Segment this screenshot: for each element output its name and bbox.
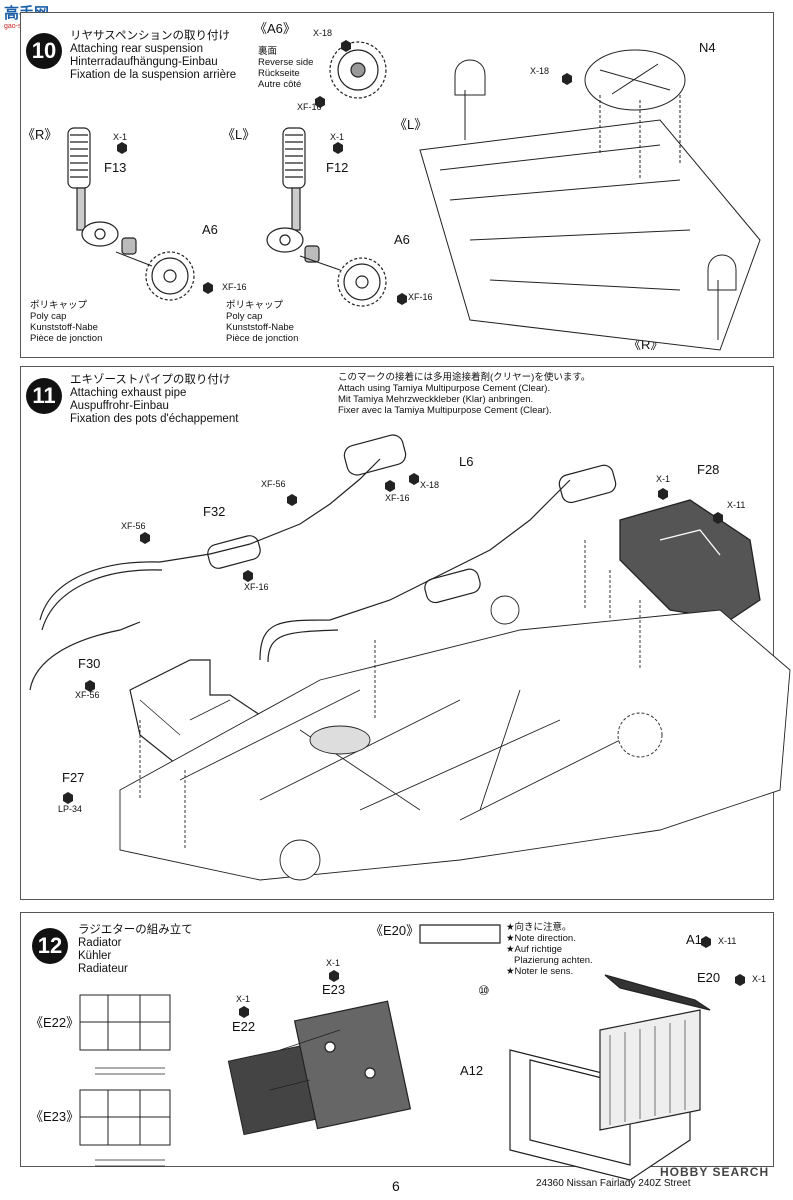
ref-step-10: ⑩ xyxy=(478,983,490,998)
screw-x1-c: X-1 xyxy=(656,474,671,484)
polycap-caption-b: ポリキャップ Poly cap Kunststoff-Nabe Pièce de… xyxy=(226,300,299,344)
chassis-step11 xyxy=(119,540,791,881)
screw-xf56-a: XF-56 xyxy=(261,479,286,489)
step10-title-de: Hinterradaufhängung-Einbau xyxy=(70,56,218,68)
part-a1: A1 xyxy=(686,932,702,947)
screw-x1-f: X-1 xyxy=(752,974,767,984)
polycap-caption-a: ポリキャップ Poly cap Kunststoff-Nabe Pièce de… xyxy=(30,300,103,344)
label-l: 《L》 xyxy=(222,127,256,142)
step11-title-de: Auspuffrohr-Einbau xyxy=(70,400,169,412)
part-l6: L6 xyxy=(459,454,474,469)
hobbysearch-stamp: HOBBY SEARCH xyxy=(660,1165,770,1179)
part-a12: A12 xyxy=(460,1063,484,1078)
part-f13: F13 xyxy=(104,160,127,175)
screw-xf16-c: XF-16 xyxy=(408,292,433,302)
part-e22: E22 xyxy=(232,1019,256,1034)
part-a6-left: A6 xyxy=(202,222,218,237)
screw-xf16-a: XF-16 xyxy=(297,102,322,112)
screw-x18-b: X-18 xyxy=(530,66,550,76)
screw-xf16-e: XF-16 xyxy=(244,582,269,592)
screw-xf16-d: XF-16 xyxy=(385,493,410,503)
gear-a6-left xyxy=(145,251,195,301)
step11-title-en: Attaching exhaust pipe xyxy=(70,387,187,399)
label-e20-box: 《E20》 xyxy=(370,923,420,938)
step10-title: リヤサスペンションの取り付け Attaching rear suspension… xyxy=(70,30,236,82)
label-r: 《R》 xyxy=(22,127,58,142)
label-e23-box: 《E23》 xyxy=(30,1109,80,1124)
screw-xf16-b: XF-16 xyxy=(222,282,247,292)
box-e22-diagram xyxy=(79,994,171,1075)
screw-x1-e: X-1 xyxy=(236,994,251,1004)
gear-a6-right xyxy=(337,257,387,307)
product-code: 24360 Nissan Fairlady 240Z Street xyxy=(536,1178,691,1189)
step10-title-jp: リヤサスペンションの取り付け xyxy=(70,30,230,42)
screw-x11-b: X-11 xyxy=(718,936,737,946)
screw-xf56-c: XF-56 xyxy=(75,690,100,700)
label-a6-box: 《A6》 xyxy=(254,21,296,36)
step10-title-en: Attaching rear suspension xyxy=(70,43,203,55)
part-f27: F27 xyxy=(62,770,85,785)
screw-x18-c: X-18 xyxy=(420,480,440,490)
step11-title: エキゾーストパイプの取り付け Attaching exhaust pipe Au… xyxy=(70,374,238,426)
screw-markers xyxy=(63,40,745,1018)
screw-x11-a: X-11 xyxy=(727,500,746,510)
radiator-grid-e23 xyxy=(293,1000,412,1130)
part-f30: F30 xyxy=(78,656,101,671)
step12-title-jp: ラジエターの組み立て xyxy=(78,924,193,936)
step12-title-en: Radiator xyxy=(78,937,122,949)
part-e23: E23 xyxy=(322,982,346,997)
screw-x1-a: X-1 xyxy=(113,132,128,142)
step12-title-de: Kühler xyxy=(78,950,112,962)
step10-number: 10 xyxy=(26,33,62,69)
cement-note: このマークの接着には多用途接着剤(クリヤー)を使います。 Attach usin… xyxy=(338,372,591,416)
part-f12: F12 xyxy=(326,160,349,175)
screw-x1-b: X-1 xyxy=(330,132,345,142)
screw-xf56-b: XF-56 xyxy=(121,521,146,531)
radiator-shroud-e20 xyxy=(419,924,711,1011)
gear-a6-reverse xyxy=(329,41,387,99)
fuel-tank-f28 xyxy=(619,499,761,621)
shock-absorber-right xyxy=(67,127,119,247)
step11-title-jp: エキゾーストパイプの取り付け xyxy=(70,374,231,386)
screw-x1-d: X-1 xyxy=(326,958,341,968)
step12-title: ラジエターの組み立て Radiator Kühler Radiateur xyxy=(78,924,193,976)
reverse-side-caption: 裏面 Reverse side Rückseite Autre côté xyxy=(258,46,314,90)
step12-title-fr: Radiateur xyxy=(78,963,128,975)
shock-absorber-left xyxy=(266,127,306,253)
part-f32: F32 xyxy=(203,504,226,519)
screw-lp34: LP-34 xyxy=(58,804,83,814)
part-a6-right: A6 xyxy=(394,232,410,247)
box-e23-diagram xyxy=(79,1089,171,1167)
chassis-step10 xyxy=(419,49,761,351)
step11-number: 11 xyxy=(26,378,62,414)
label-l2: 《L》 xyxy=(394,117,428,132)
part-f28: F28 xyxy=(697,462,720,477)
label-e22-box: 《E22》 xyxy=(30,1015,80,1030)
part-e20: E20 xyxy=(697,970,721,985)
direction-note: ★向きに注意。 ★Note direction. ★Auf richtige P… xyxy=(506,922,593,977)
screw-x18-a: X-18 xyxy=(313,28,333,38)
step11-title-fr: Fixation des pots d'échappement xyxy=(70,413,239,425)
exhaust-pipe xyxy=(29,434,617,691)
page-number: 6 xyxy=(392,1178,400,1194)
step10-title-fr: Fixation de la suspension arrière xyxy=(70,69,237,81)
part-n4: N4 xyxy=(699,40,716,55)
radiator-core-a12 xyxy=(509,1009,701,1181)
step12-number: 12 xyxy=(32,928,68,964)
